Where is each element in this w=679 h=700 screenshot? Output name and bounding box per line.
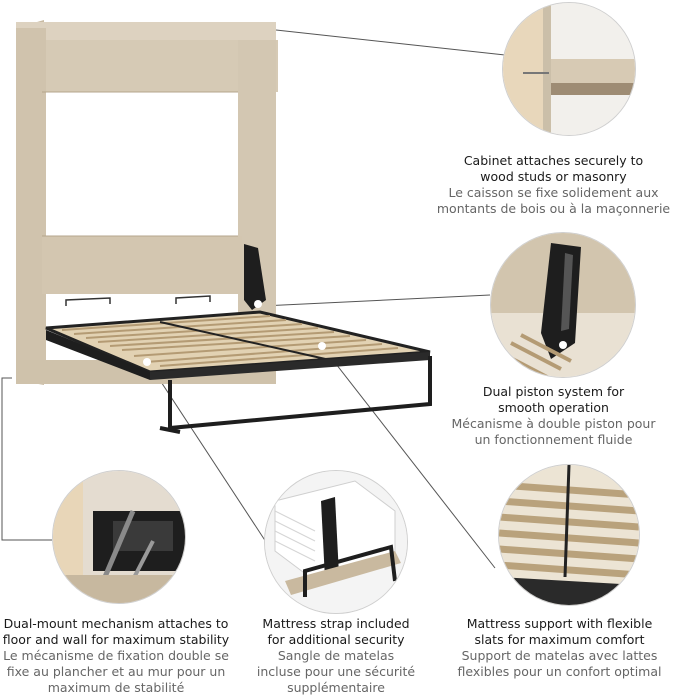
detail-slats-circle bbox=[498, 464, 640, 606]
caption-piston-fr-1: Mécanisme à double piston pour bbox=[451, 416, 656, 431]
caption-mount-en-2: floor and wall for maximum stability bbox=[2, 632, 230, 647]
caption-slats-en-2: slats for maximum comfort bbox=[474, 632, 645, 647]
caption-slats-fr-1: Support de matelas avec lattes bbox=[461, 648, 658, 663]
caption-strap-en-2: for additional security bbox=[267, 632, 405, 647]
caption-slats: Mattress support with flexible slats for… bbox=[440, 616, 679, 680]
caption-mount-fr-1: Le mécanisme de fixation double se bbox=[3, 648, 229, 663]
bed-frame bbox=[45, 295, 432, 434]
caption-mount: Dual-mount mechanism attaches to floor a… bbox=[0, 616, 232, 696]
caption-piston-en-1: Dual piston system for bbox=[482, 384, 625, 399]
caption-cabinet-fr-2: montants de bois ou à la maçonnerie bbox=[436, 201, 671, 216]
caption-cabinet-en-2: wood studs or masonry bbox=[480, 169, 627, 184]
caption-piston-fr-2: un fonctionnement fluide bbox=[474, 432, 633, 447]
caption-mount-fr-2: fixe au plancher et au mur pour un bbox=[6, 664, 226, 679]
detail-strap-circle bbox=[264, 470, 408, 614]
leader-slats bbox=[321, 345, 496, 569]
caption-strap-en-1: Mattress strap included bbox=[262, 616, 410, 631]
caption-mount-en-1: Dual-mount mechanism attaches to bbox=[3, 616, 229, 631]
caption-cabinet-fr-1: Le caisson se fixe solidement aux bbox=[448, 185, 659, 200]
leader-mount bbox=[1, 377, 52, 541]
caption-strap-fr-3: supplémentaire bbox=[287, 680, 385, 695]
caption-cabinet-en-1: Cabinet attaches securely to bbox=[463, 153, 644, 168]
caption-slats-fr-2: flexibles pour un confort optimal bbox=[457, 664, 662, 679]
caption-mount-fr-3: maximum de stabilité bbox=[47, 680, 185, 695]
caption-piston: Dual piston system for smooth operation … bbox=[428, 384, 679, 448]
detail-piston-circle bbox=[490, 232, 636, 378]
detail-cabinet-circle bbox=[502, 2, 636, 136]
caption-piston-en-2: smooth operation bbox=[498, 400, 609, 415]
caption-cabinet: Cabinet attaches securely to wood studs … bbox=[428, 153, 679, 217]
caption-strap-fr-1: Sangle de matelas bbox=[277, 648, 395, 663]
leader-piston bbox=[261, 294, 491, 307]
caption-strap: Mattress strap included for additional s… bbox=[236, 616, 436, 696]
piston-bracket bbox=[244, 244, 266, 310]
caption-slats-en-1: Mattress support with flexible bbox=[466, 616, 653, 631]
leader-cabinet bbox=[275, 29, 506, 56]
detail-mount-circle bbox=[52, 470, 186, 604]
caption-strap-fr-2: incluse pour une sécurité bbox=[256, 664, 416, 679]
